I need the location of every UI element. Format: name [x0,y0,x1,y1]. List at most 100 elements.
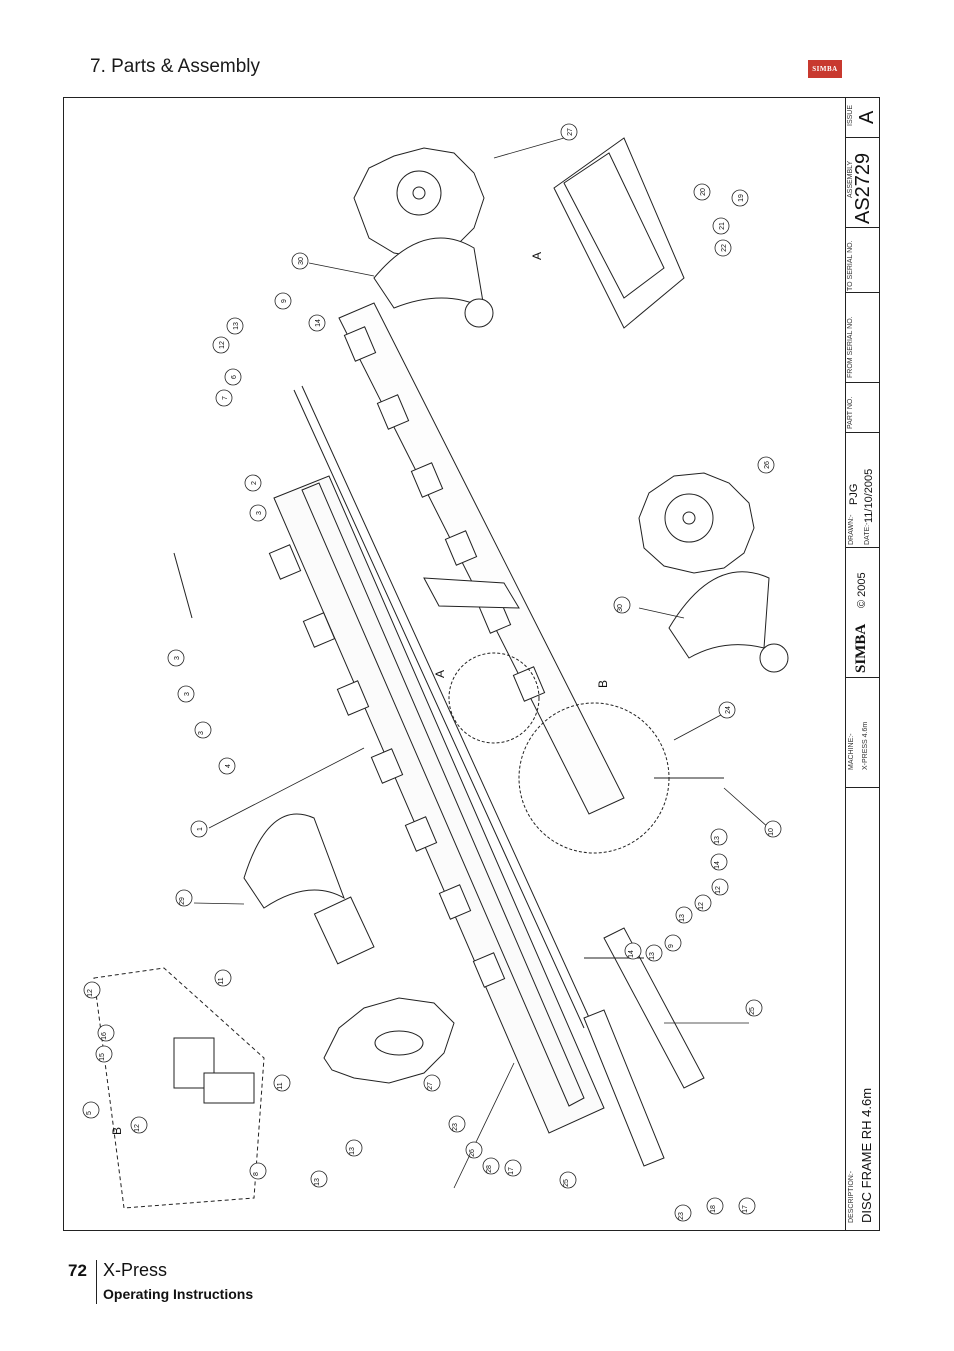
svg-text:13: 13 [233,322,240,330]
callout-balloon: 28 [482,1157,500,1175]
part-no-label: PART NO. [847,396,854,429]
callout-balloon: 30 [613,596,631,614]
callout-balloon: 26 [465,1141,483,1159]
svg-text:13: 13 [679,914,686,922]
svg-text:16: 16 [101,1032,108,1040]
svg-text:29: 29 [179,897,186,905]
svg-text:12: 12 [219,341,226,349]
svg-text:17: 17 [508,1167,515,1175]
svg-text:11: 11 [277,1082,284,1089]
callout-balloon: 27 [423,1074,441,1092]
callout-balloon: 21 [712,217,730,235]
callout-balloon: 9 [664,934,682,952]
callout-balloon: 24 [718,701,736,719]
tb-description-cell: DESCRIPTION:- DISC FRAME RH 4.6m [846,788,879,1230]
callout-balloon: 9 [274,292,292,310]
page-number: 72 [68,1261,87,1280]
callout-balloon: 12 [130,1116,148,1134]
tb-brand-cell: © 2005 SIMBA [846,548,879,678]
callout-balloon: 19 [731,189,749,207]
description-value: DISC FRAME RH 4.6m [859,1087,874,1223]
machine-label: MACHINE:- [848,733,855,770]
svg-text:27: 27 [427,1082,434,1090]
callout-balloon: 25 [745,999,763,1017]
callout-balloon: 5 [82,1101,100,1119]
tb-drawn-cell: DRAWN:- PJG DATE:- 11/10/2005 [846,433,879,548]
detail-label: A [433,670,447,678]
svg-text:13: 13 [649,952,656,960]
footer-divider [96,1260,97,1304]
parts-diagram: A A B B 27 20 19 21 22 30 9 13 14 12 6 7… [82,123,789,1222]
callout-balloon: 10 [764,820,782,838]
svg-text:25: 25 [563,1179,570,1187]
svg-text:13: 13 [349,1147,356,1155]
svg-text:24: 24 [725,706,732,714]
callout-balloon: 14 [624,942,642,960]
drawing-frame: A A B B 27 20 19 21 22 30 9 13 14 12 6 7… [63,97,880,1231]
drawing-number: AS2729 [852,152,874,224]
callout-balloon: 13 [226,317,244,335]
svg-text:14: 14 [628,950,635,958]
title-block-brand: SIMBA [853,623,869,673]
callout-balloon: 11 [273,1074,291,1092]
detail-label: B [110,1127,124,1135]
svg-text:1: 1 [197,827,204,831]
tb-machine-cell: MACHINE:- X-PRESS 4.6m [846,678,879,788]
callout-balloon: 30 [291,252,309,270]
callout-balloon: 3 [177,685,195,703]
callouts: 27 20 19 21 22 30 9 13 14 12 6 7 2 3 3 3… [82,123,782,1222]
date-value: 11/10/2005 [863,468,875,523]
svg-text:11: 11 [218,977,225,984]
detail-label: A [530,252,544,260]
svg-text:12: 12 [715,886,722,894]
brand-logo: SIMBA [808,60,842,78]
section-title: 7. Parts & Assembly [90,56,261,77]
callout-balloon: 1 [190,820,208,838]
svg-text:25: 25 [749,1007,756,1015]
callout-balloon: 14 [308,314,326,332]
callout-balloon: 3 [249,504,267,522]
copyright: © 2005 [856,572,868,608]
callout-balloon: 3 [194,721,212,739]
callout-balloon: 12 [212,336,230,354]
callout-balloon: 16 [97,1024,115,1042]
callout-balloon: 23 [674,1204,692,1222]
svg-text:14: 14 [315,319,322,327]
issue-value: A [856,110,878,124]
callout-balloon: 13 [675,906,693,924]
callout-balloon: 26 [757,456,775,474]
date-label: DATE:- [864,522,871,545]
svg-text:23: 23 [452,1123,459,1131]
tb-from-serial-cell: FROM SERIAL NO. [846,293,879,383]
svg-text:9: 9 [281,299,288,303]
callout-balloon: 15 [95,1045,113,1063]
svg-text:9: 9 [668,944,675,948]
svg-text:10: 10 [768,828,775,836]
svg-text:8: 8 [253,1172,260,1176]
svg-text:4: 4 [225,764,232,768]
callout-balloon: 13 [310,1170,328,1188]
callout-balloon: 8 [249,1162,267,1180]
svg-text:12: 12 [87,989,94,997]
svg-text:6: 6 [231,375,238,379]
callout-balloon: 14 [710,853,728,871]
svg-text:26: 26 [764,461,771,469]
detail-label: B [596,680,610,688]
callout-balloon: 13 [345,1139,363,1157]
svg-text:3: 3 [184,692,191,696]
callout-balloon: 4 [218,757,236,775]
callout-balloon: 13 [645,944,663,962]
callout-balloon: 13 [710,828,728,846]
svg-text:5: 5 [86,1111,93,1115]
svg-text:14: 14 [714,861,721,869]
svg-text:23: 23 [678,1212,685,1220]
to-serial-label: TO SERIAL NO. [847,240,854,291]
callout-balloon: 12 [711,878,729,896]
svg-text:26: 26 [469,1149,476,1157]
callout-balloon: 27 [560,123,578,141]
svg-text:2: 2 [251,481,258,485]
tb-to-serial-cell: TO SERIAL NO. [846,228,879,293]
svg-text:22: 22 [721,244,728,252]
svg-text:13: 13 [314,1178,321,1186]
svg-text:21: 21 [719,222,726,230]
